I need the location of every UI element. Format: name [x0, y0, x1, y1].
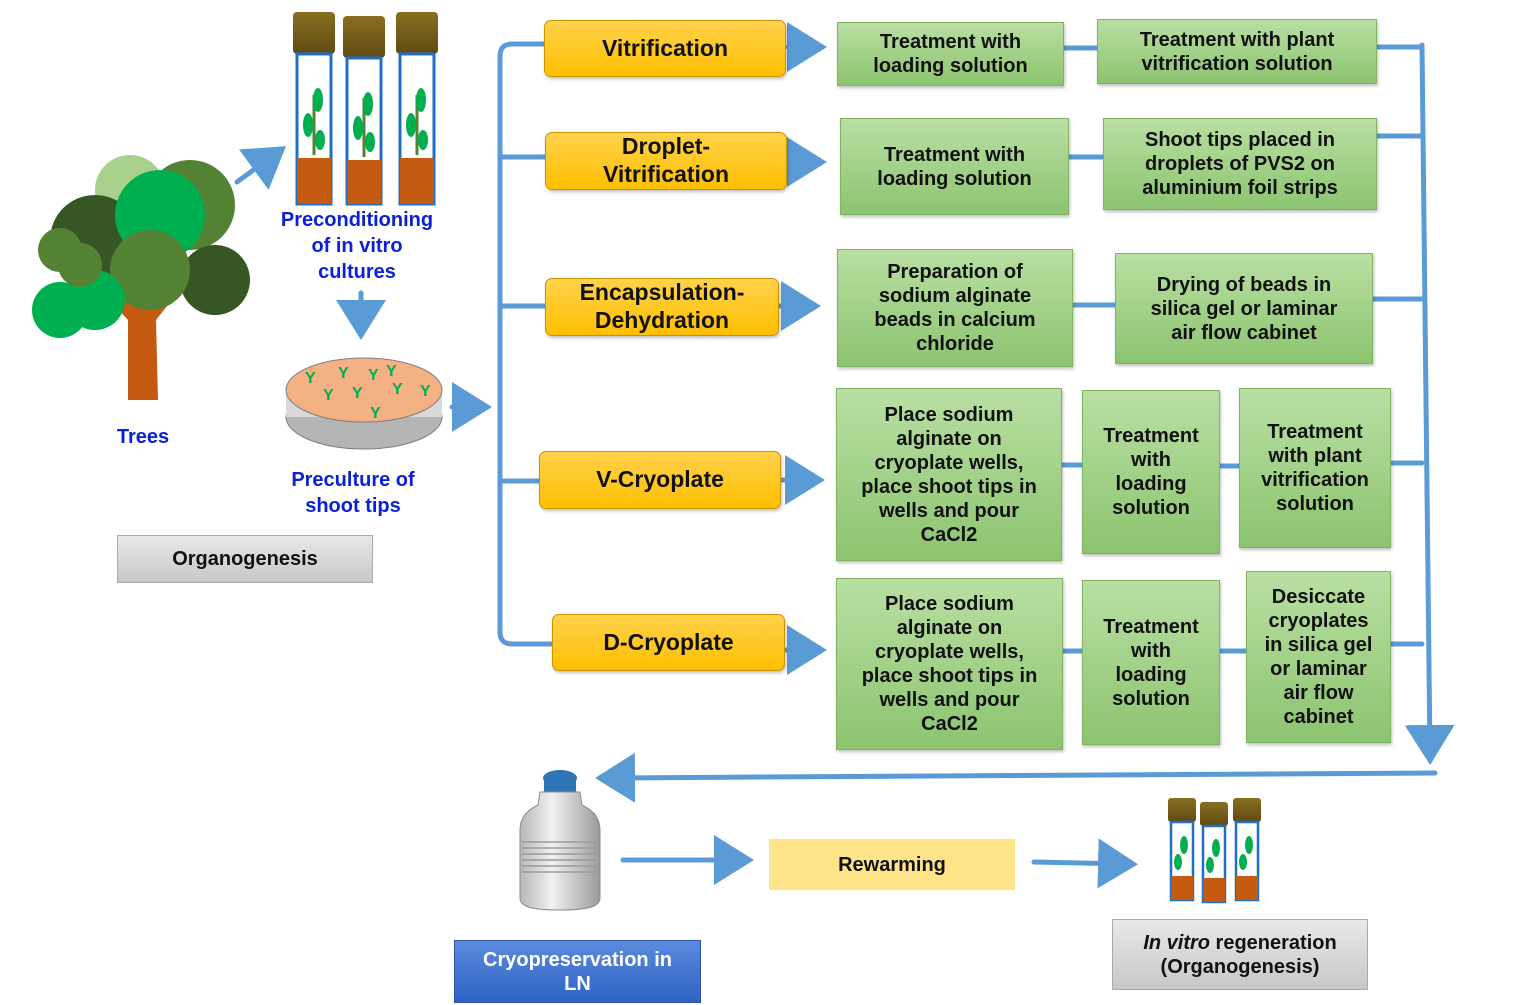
- organogenesis-box: Organogenesis: [117, 535, 373, 583]
- preculture-label: Preculture of shoot tips: [291, 469, 415, 517]
- culture-tubes-icon: [293, 12, 438, 206]
- preconditioning-label: Preconditioning of in vitro cultures: [280, 209, 434, 283]
- regeneration-line1: In vitro regeneration: [1143, 931, 1336, 955]
- method-d-cryoplate: D-Cryoplate: [552, 614, 785, 671]
- step-vcryo-pvs: Treatment with plant vitrification solut…: [1239, 388, 1391, 548]
- method-vitrification: Vitrification: [544, 20, 786, 77]
- svg-text:Y: Y: [352, 385, 363, 402]
- svg-text:Y: Y: [420, 383, 431, 400]
- regeneration-line2: (Organogenesis): [1160, 955, 1320, 978]
- method-v-cryoplate: V-Cryoplate: [539, 451, 781, 509]
- regeneration-italic-text: In vitro: [1143, 931, 1210, 954]
- collector-arrow: [1404, 42, 1455, 765]
- regeneration-rest-text: regeneration: [1209, 931, 1337, 954]
- svg-text:Y: Y: [386, 363, 397, 380]
- svg-text:Y: Y: [368, 367, 379, 384]
- svg-text:Y: Y: [392, 381, 403, 398]
- in-vitro-regeneration-box: In vitro regeneration (Organogenesis): [1112, 919, 1368, 990]
- method-bracket: [497, 41, 555, 647]
- step-dcryo-desiccate: Desiccate cryoplates in silica gel or la…: [1246, 571, 1391, 743]
- rewarming-box: Rewarming: [769, 839, 1015, 890]
- step-vitrification-loading: Treatment with loading solution: [837, 22, 1064, 86]
- svg-text:Y: Y: [338, 365, 349, 382]
- regenerated-tubes-icon: [1168, 798, 1261, 904]
- arrow-to-cryo: [595, 752, 1438, 803]
- svg-text:Y: Y: [370, 405, 381, 422]
- method-encapsulation-dehydration: Encapsulation- Dehydration: [545, 278, 779, 336]
- svg-text:Y: Y: [305, 370, 316, 387]
- step-vcryo-alginate: Place sodium alginate on cryoplate wells…: [836, 388, 1062, 561]
- step-droplet-pvs2: Shoot tips placed in droplets of PVS2 on…: [1103, 118, 1377, 210]
- step-droplet-loading: Treatment with loading solution: [840, 118, 1069, 215]
- liquid-nitrogen-dewar-icon: [519, 770, 601, 911]
- step-encapsulation-drying: Drying of beads in silica gel or laminar…: [1115, 253, 1373, 364]
- flow-connectors: [234, 22, 1455, 889]
- step-encapsulation-beads: Preparation of sodium alginate beads in …: [837, 249, 1073, 367]
- trees-label: Trees: [116, 426, 170, 448]
- cryopreservation-box: Cryopreservation in LN: [454, 940, 701, 1003]
- svg-text:Y: Y: [323, 387, 334, 404]
- tree-illustration: [32, 155, 250, 400]
- method-droplet-vitrification: Droplet- Vitrification: [545, 132, 787, 190]
- step-dcryo-alginate: Place sodium alginate on cryoplate wells…: [836, 578, 1063, 750]
- step-dcryo-loading: Treatment with loading solution: [1082, 580, 1220, 745]
- step-vcryo-loading: Treatment with loading solution: [1082, 390, 1220, 554]
- arrow-tree-to-tubes: [234, 146, 287, 190]
- step-vitrification-pvs: Treatment with plant vitrification solut…: [1097, 19, 1377, 84]
